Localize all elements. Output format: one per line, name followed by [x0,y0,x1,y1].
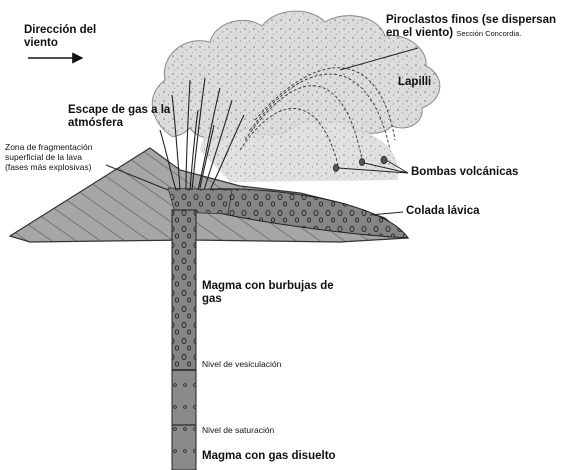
magma-bubbles-label: Magma con burbujas de gas [202,280,334,306]
volcanic-bombs [332,155,388,172]
vesiculation-level-label: Nivel de vesiculación [202,359,282,369]
gas-streaks [159,77,245,191]
wind-direction-label: Dirección del viento [24,24,96,50]
magma-conduit-upper [171,209,197,371]
dissolved-gas-magma-label: Magma con gas disuelto [202,450,336,462]
gas-escape-line-2: atmósfera [68,117,123,130]
pyroclasts-line-1: Piroclastos finos (se dispersan [386,14,557,26]
leader-lines [105,47,419,216]
fragmentation-line-3: (fases más explosivas) [5,161,92,172]
fragmentation-label: Zona de fragmentación superficial de la … [5,142,93,172]
magma-bubbles-line-1: Magma con burbujas de [202,280,334,292]
lava-flow [194,188,409,239]
ballistic-trajectories [239,67,396,166]
ash-cloud [151,10,441,182]
pyroclasts-note: Sección Concordia. [456,29,522,39]
magma-bubbles-line-2: gas [202,293,222,306]
volcanic-bombs-label: Bombas volcánicas [411,166,519,178]
fragmentation-line-2: superficial de la lava [5,151,83,162]
gas-escape-line-1: Escape de gas a la [68,104,171,116]
pyroclasts-line-2-text: en el viento) [386,27,454,40]
wind-label-line-1: Dirección del [24,24,97,36]
saturation-level-label: Nivel de saturación [202,425,275,435]
pyroclasts-label: Piroclastos finos (se dispersan en el vi… [386,14,556,40]
gas-escape-label: Escape de gas a la atmósfera [68,104,170,130]
pyroclasts-line-2: en el viento) Sección Concordia. [386,27,556,40]
lapilli-label: Lapilli [398,76,432,88]
magma-conduit-lower [171,369,197,470]
fragmentation-line-1: Zona de fragmentación [5,142,93,152]
lava-flow-label: Colada lávica [406,205,480,217]
wind-label-line-2: viento [24,37,58,50]
